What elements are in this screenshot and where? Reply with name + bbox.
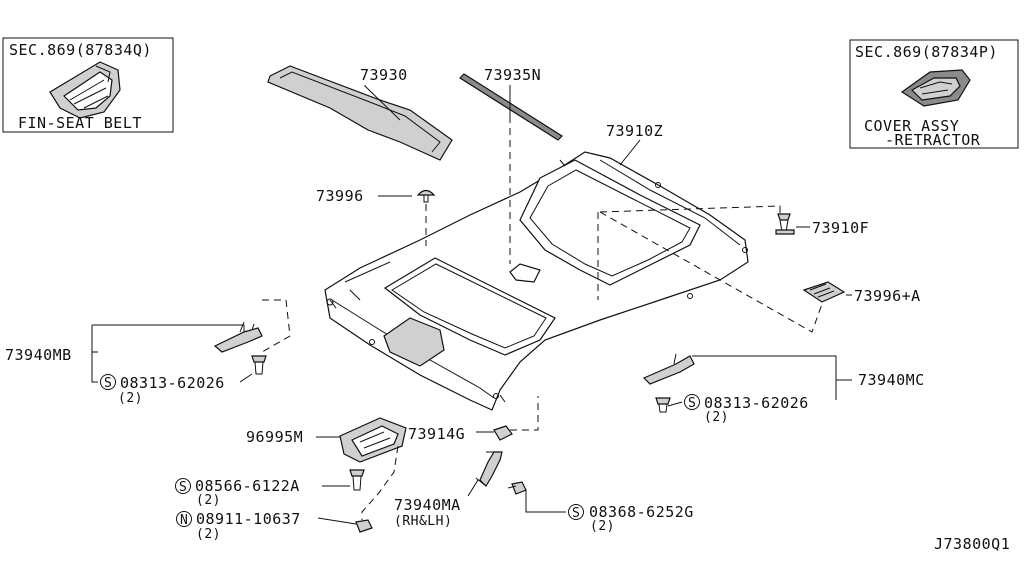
bolt-08368-icon bbox=[507, 481, 527, 495]
inset-left-frame bbox=[2, 37, 174, 133]
fastener-f2: S 08313-62026 (2) bbox=[684, 394, 809, 425]
dashed-lines bbox=[261, 92, 823, 520]
fastener-f5: S 08368-6252G (2) bbox=[568, 503, 694, 534]
fastener-symbol: S bbox=[104, 376, 112, 391]
label-73996a: 73996+A bbox=[854, 287, 921, 305]
label-73940mc: 73940MC bbox=[858, 371, 925, 389]
map-lamp-cover bbox=[383, 317, 445, 367]
label-73910f: 73910F bbox=[812, 219, 869, 237]
bolt-08313-right-icon bbox=[655, 397, 671, 413]
fastener-code: 08566-6122A bbox=[195, 477, 300, 495]
label-73935n: 73935N bbox=[484, 66, 541, 84]
fastener-code: 08313-62026 bbox=[120, 374, 225, 392]
symbol-circle bbox=[175, 478, 191, 494]
symbol-circle bbox=[568, 504, 584, 520]
label-73940ma: 73940MA bbox=[394, 496, 461, 514]
fastener-f3: S 08566-6122A (2) bbox=[175, 477, 300, 508]
inset-right-caption-1: COVER ASSY bbox=[864, 117, 959, 135]
inset-right-frame bbox=[849, 39, 1019, 149]
clip-73996-icon bbox=[416, 189, 436, 203]
label-96995m: 96995M bbox=[246, 428, 303, 446]
label-73996: 73996 bbox=[316, 187, 364, 205]
inset-left-section: SEC.869(87834Q) bbox=[9, 41, 152, 59]
symbol-circle bbox=[684, 394, 700, 410]
label-73930: 73930 bbox=[360, 66, 408, 84]
front-sunroof-opening bbox=[383, 257, 556, 356]
headlining-panel bbox=[324, 151, 749, 411]
clip-square bbox=[509, 263, 541, 283]
fastener-qty: (2) bbox=[590, 519, 615, 534]
fastener-qty: (2) bbox=[196, 493, 221, 508]
seat-belt-fin-icon bbox=[49, 61, 121, 119]
pad-73996a-icon bbox=[802, 281, 846, 303]
inset-right-section: SEC.869(87834P) bbox=[855, 43, 998, 61]
symbol-circle bbox=[176, 511, 192, 527]
inset-right: SEC.869(87834P) COVER ASSY -RETRACTOR bbox=[849, 39, 1019, 149]
clip-73914g-icon bbox=[493, 425, 513, 441]
fastener-symbol: N bbox=[180, 513, 188, 528]
fastener-qty: (2) bbox=[704, 410, 729, 425]
fastener-qty: (2) bbox=[196, 527, 221, 542]
grip-73940ma-icon bbox=[475, 451, 503, 487]
label-73910z: 73910Z bbox=[606, 122, 663, 140]
label-73940ma-note: (RH&LH) bbox=[394, 514, 452, 529]
leader-lines bbox=[91, 85, 852, 525]
bolt-08566-icon bbox=[349, 469, 365, 491]
rear-sunroof-opening bbox=[519, 159, 701, 286]
inset-left-caption: FIN-SEAT BELT bbox=[18, 114, 142, 132]
fastener-symbol: S bbox=[688, 396, 696, 411]
label-73914g: 73914G bbox=[408, 425, 465, 443]
fastener-code: 08911-10637 bbox=[196, 510, 301, 528]
inset-right-caption-2: -RETRACTOR bbox=[885, 131, 981, 149]
fastener-f1: S 08313-62026 (2) bbox=[100, 374, 225, 406]
bracket-73940mb-icon bbox=[213, 321, 263, 353]
lamp-96995m-icon bbox=[339, 417, 407, 463]
nut-08911-icon bbox=[355, 519, 373, 533]
fastener-symbol: S bbox=[572, 506, 580, 521]
fastener-code: 08368-6252G bbox=[589, 503, 694, 521]
symbol-circle bbox=[100, 374, 116, 390]
fastener-qty: (2) bbox=[118, 391, 143, 406]
screw-73910f-icon bbox=[775, 213, 795, 235]
retractor-cover-icon bbox=[900, 69, 971, 107]
fastener-code: 08313-62026 bbox=[704, 394, 809, 412]
part-73930-pad bbox=[267, 65, 453, 161]
label-73940mb: 73940MB bbox=[5, 346, 72, 364]
diagram-id: J73800Q1 bbox=[934, 535, 1010, 553]
fastener-symbol: S bbox=[179, 480, 187, 495]
fastener-f4: N 08911-10637 (2) bbox=[176, 510, 301, 542]
bolt-08313-left-icon bbox=[251, 355, 267, 375]
part-73935n-strip bbox=[459, 73, 563, 141]
inset-left: SEC.869(87834Q) FIN-SEAT BELT bbox=[2, 37, 174, 133]
bracket-73940mc-icon bbox=[642, 353, 695, 385]
